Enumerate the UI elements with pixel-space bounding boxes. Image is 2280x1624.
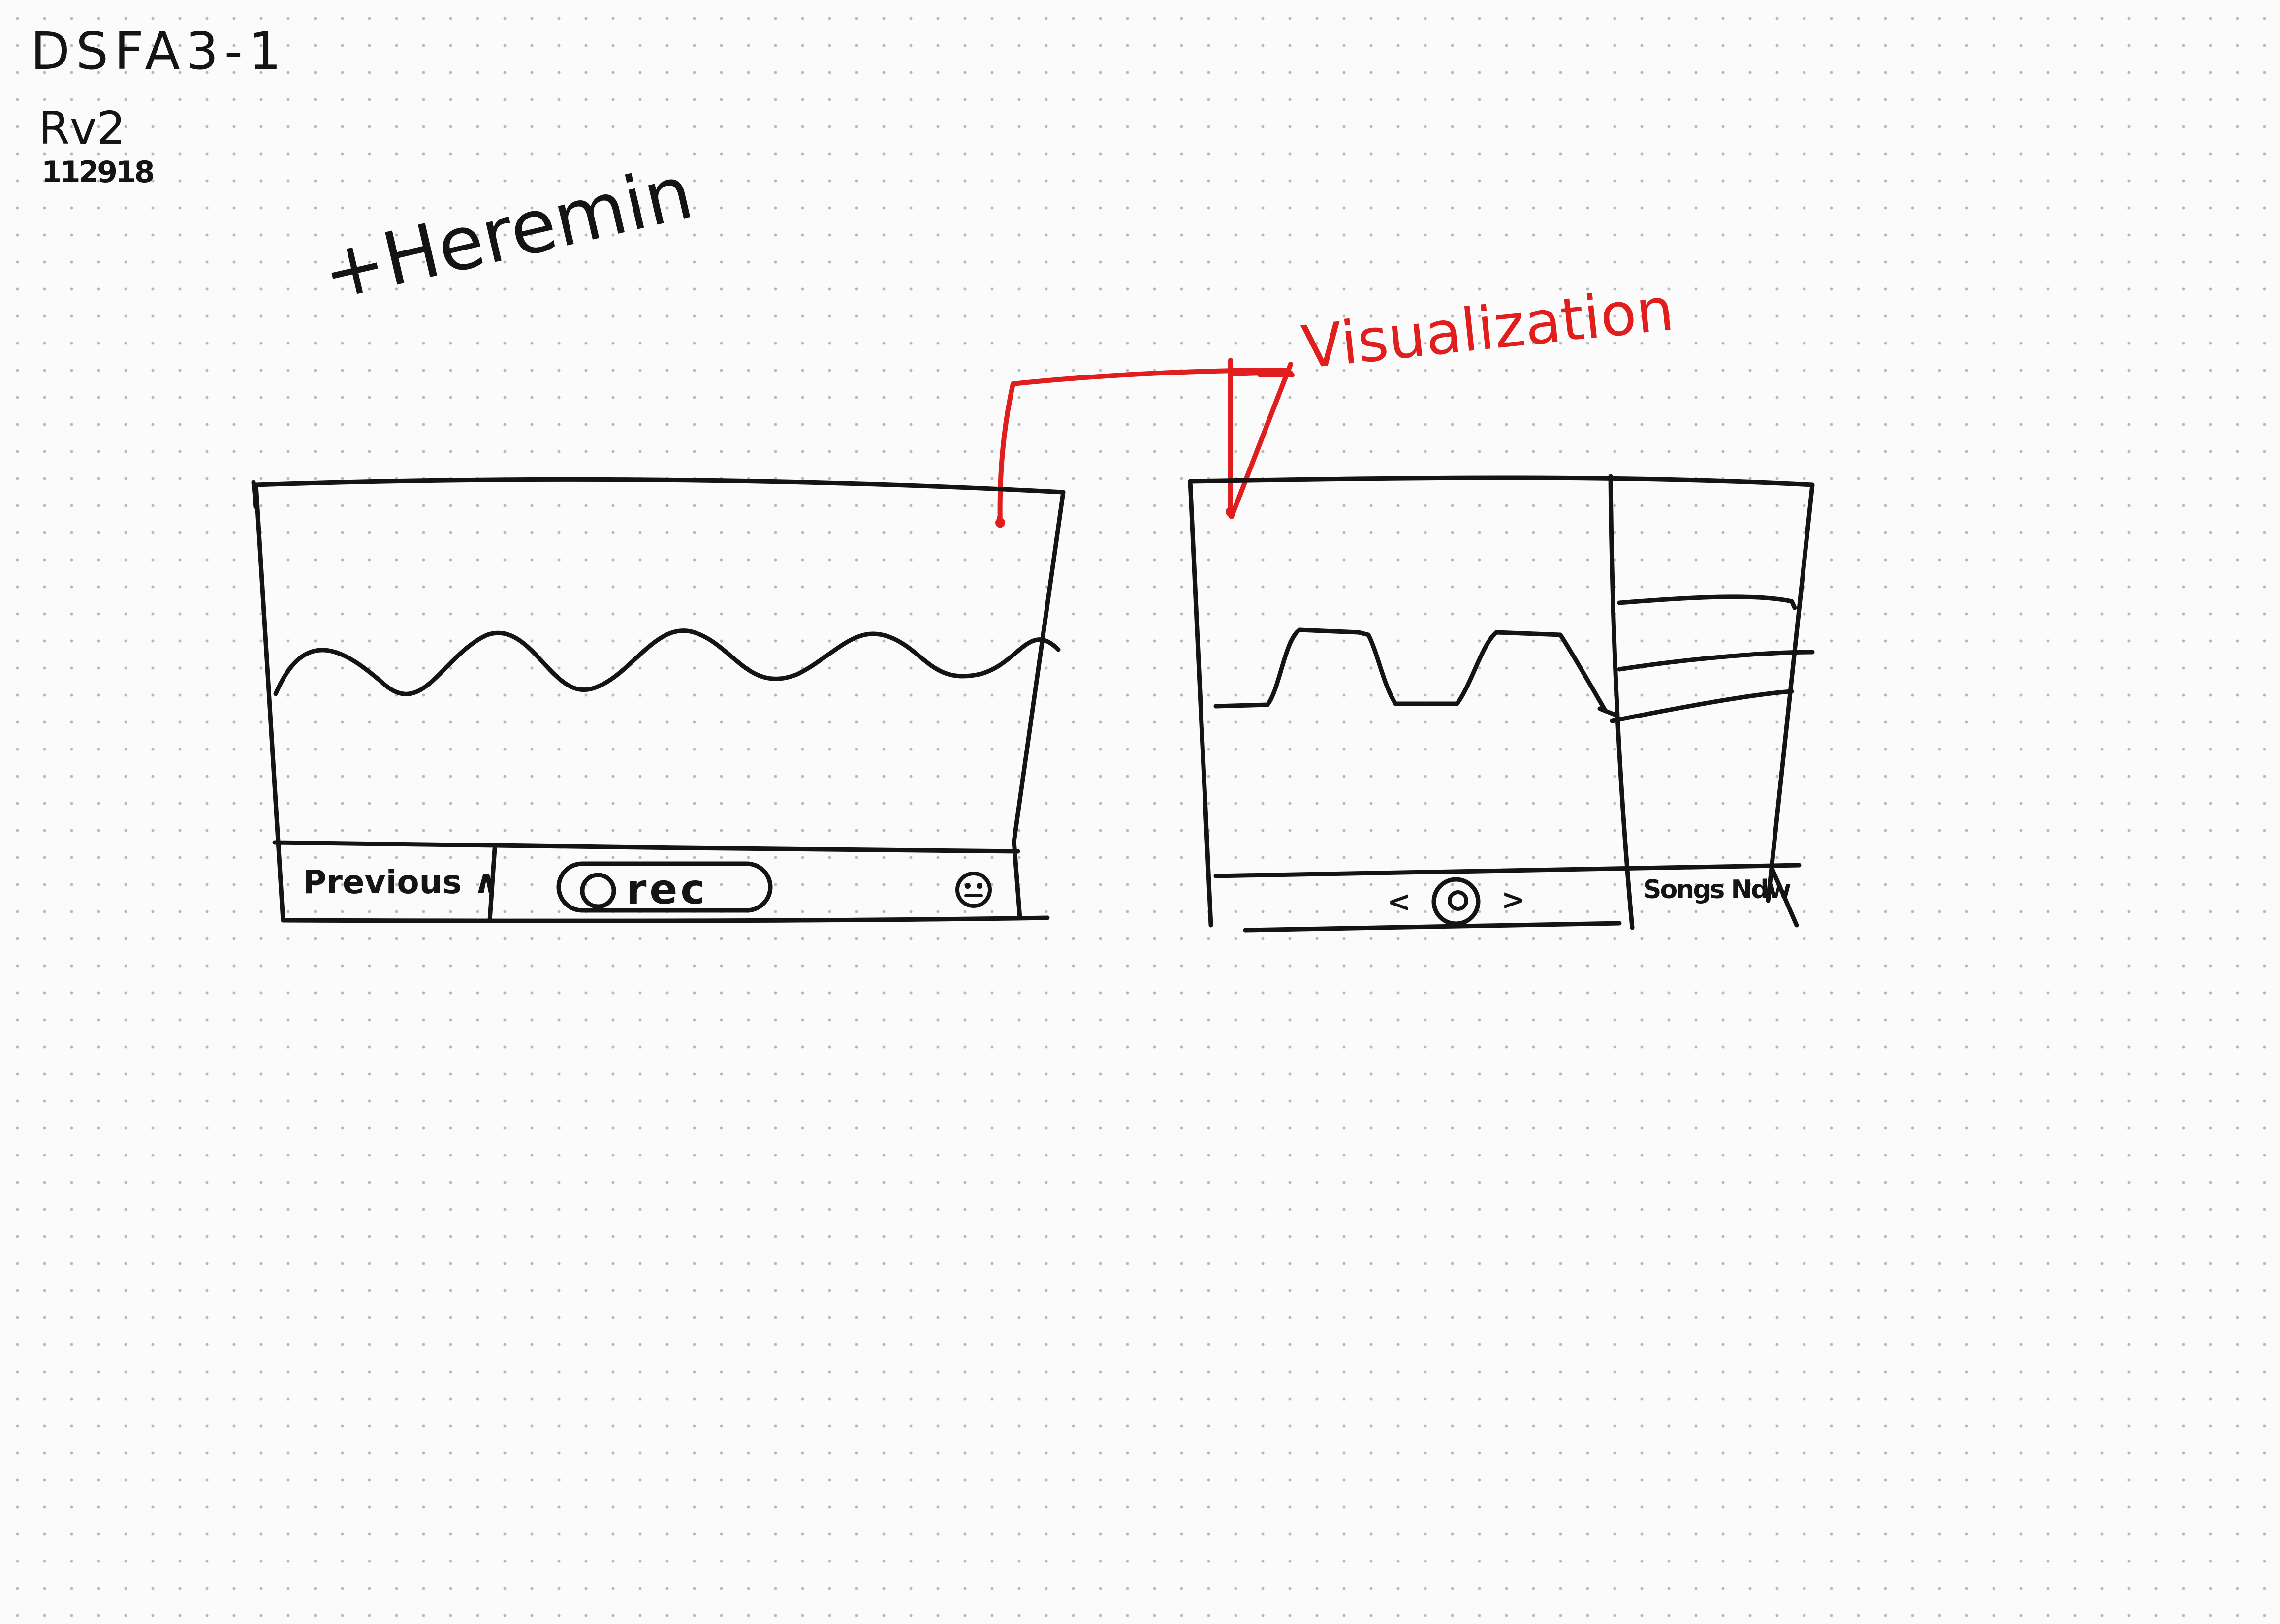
left-screen: Previous ∧ rec (251, 477, 1066, 923)
rec-label: rec (626, 865, 708, 913)
right-screen-frame (1188, 475, 1815, 928)
next-arrow-button[interactable]: > (1501, 883, 1525, 916)
face-icon[interactable] (955, 872, 992, 908)
left-toolbar-divider (487, 846, 497, 923)
page-revision: Rv2 (38, 102, 126, 155)
sidebar-songs-label[interactable]: Songs Ndw (1643, 875, 1792, 905)
play-icon[interactable] (1431, 877, 1481, 926)
left-waveform (273, 628, 1061, 696)
prev-arrow-button[interactable]: < (1387, 885, 1411, 918)
previous-button[interactable]: Previous ∧ (303, 863, 500, 901)
rec-button[interactable] (556, 861, 773, 913)
annotation-bracket (997, 358, 1295, 528)
visualization-waveform (1213, 627, 1617, 717)
left-screen-frame (251, 477, 1066, 923)
visualization-label: Visualization (1299, 275, 1677, 382)
right-screen: < > Songs Ndw (1188, 474, 1815, 933)
right-screen-sidebar-divider (1608, 474, 1635, 930)
visualization-annotation: Visualization (995, 275, 1677, 528)
sketch-title: +Heremin (315, 150, 700, 317)
rec-dot-icon (580, 873, 616, 909)
page-date: 112918 (41, 155, 154, 189)
right-toolbar-bottom (1243, 921, 1622, 933)
sidebar-item-lines (1610, 594, 1815, 723)
right-toolbar-top (1213, 863, 1802, 878)
page-code: DSFA3-1 (31, 21, 287, 81)
